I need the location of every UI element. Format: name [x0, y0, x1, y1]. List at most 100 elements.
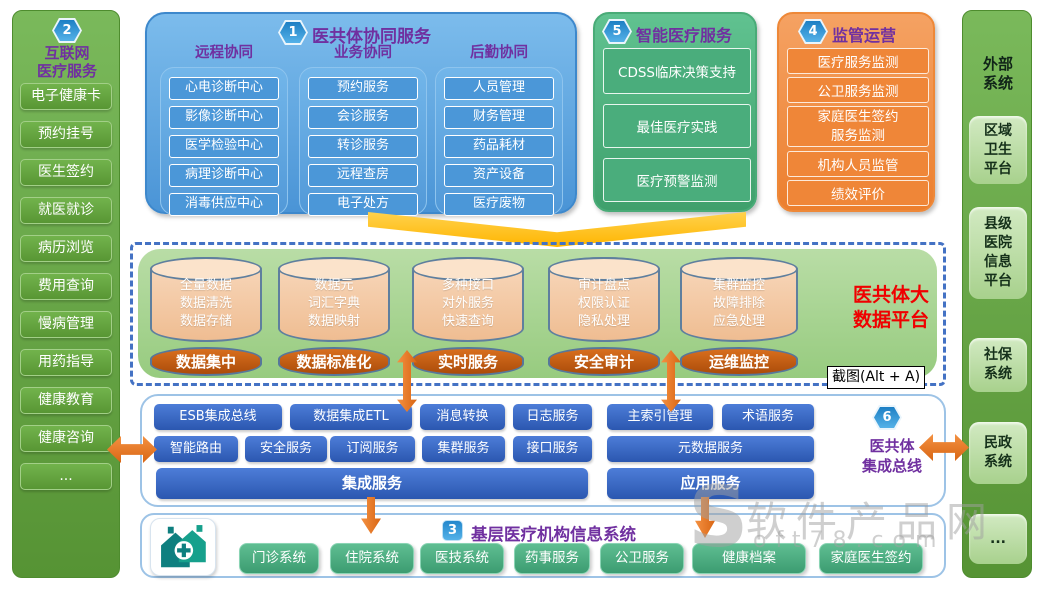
sidebar-title: 互联网 医疗服务 — [36, 44, 97, 80]
external-system-item-more: ... — [969, 514, 1027, 564]
regulate-item: 机构人员监管 — [787, 151, 929, 177]
database-cylinder-icon: 数据元 词汇字典 数据映射 — [278, 257, 390, 342]
internet-medical-services-sidebar: 2 互联网 医疗服务 电子健康卡 预约挂号 医生签约 就医就诊 病历浏览 费用查… — [12, 10, 120, 578]
sidebar-item: 健康教育 — [20, 387, 112, 414]
bus-service: 元数据服务 — [607, 436, 814, 462]
database-cylinder-icon: 审计盘点 权限认证 隐私处理 — [548, 257, 660, 342]
bus-service: 日志服务 — [513, 404, 592, 430]
smart-item: CDSS临床决策支持 — [603, 48, 751, 94]
application-service-bar: 应用服务 — [607, 468, 814, 499]
bus-service: 智能路由 — [154, 436, 238, 462]
integration-service-bar: 集成服务 — [156, 468, 588, 499]
collab-item: 影像诊断中心 — [169, 106, 279, 129]
column-header: 远程协同 — [195, 45, 253, 61]
sidebar-item-more: ... — [20, 463, 112, 490]
smart-panel-title: 智能医疗服务 — [636, 26, 733, 45]
collab-item: 资产设备 — [444, 164, 554, 187]
sidebar-item: 医生签约 — [20, 159, 112, 186]
collab-item: 医学检验中心 — [169, 135, 279, 158]
bigdata-platform-title: 医共体大 数据平台 — [852, 284, 929, 331]
bus-service: 消息转换 — [420, 404, 505, 430]
business-collab-column: 预约服务 会诊服务 转诊服务 远程查房 电子处方 — [299, 67, 427, 216]
base-institutions-panel: 3 基层医疗机构信息系统 门诊系统 住院系统 医技系统 药事服务 公卫服务 健康… — [140, 513, 946, 578]
bus-service: 安全服务 — [245, 436, 327, 462]
badge-6-icon: 6 — [872, 405, 902, 430]
badge-1-icon: 1 — [278, 20, 308, 45]
sidebar-item: 用药指导 — [20, 349, 112, 376]
regulation-operation-panel: 4 监管运营 医疗服务监测 公卫服务监测 家庭医生签约服务监测 机构人员监管 绩… — [777, 12, 935, 212]
collab-item: 人员管理 — [444, 77, 554, 100]
external-system-item: 社保系统 — [969, 338, 1027, 392]
external-system-item: 区域卫生平台 — [969, 116, 1027, 184]
collab-item: 财务管理 — [444, 106, 554, 129]
collab-item: 远程查房 — [308, 164, 418, 187]
base-system: 药事服务 — [514, 543, 590, 574]
collab-item: 药品耗材 — [444, 135, 554, 158]
base-system: 门诊系统 — [239, 543, 319, 574]
base-system: 公卫服务 — [600, 543, 684, 574]
bus-service: 接口服务 — [513, 436, 592, 462]
external-system-item: 县级医院信息平台 — [969, 207, 1027, 299]
badge-4-icon: 4 — [798, 19, 828, 44]
sidebar-item: 慢病管理 — [20, 311, 112, 338]
collab-item: 医疗废物 — [444, 193, 554, 216]
bus-service: 主索引管理 — [607, 404, 713, 430]
remote-collab-column: 心电诊断中心 影像诊断中心 医学检验中心 病理诊断中心 消毒供应中心 — [160, 67, 288, 216]
sidebar-item: 预约挂号 — [20, 121, 112, 148]
database-cylinder-icon: 多种接口 对外服务 快速查询 — [412, 257, 524, 342]
collab-item: 电子处方 — [308, 193, 418, 216]
collab-item: 心电诊断中心 — [169, 77, 279, 100]
base-system: 住院系统 — [330, 543, 414, 574]
badge-2-icon: 2 — [52, 18, 82, 43]
cylinder-label: 实时服务 — [412, 347, 524, 376]
bus-service: 数据集成ETL — [290, 404, 412, 430]
hospital-icon — [150, 518, 216, 576]
sidebar-item: 就医就诊 — [20, 197, 112, 224]
bus-service: 术语服务 — [722, 404, 814, 430]
base-system: 家庭医生签约 — [819, 543, 923, 574]
smart-medical-panel: 5 智能医疗服务 CDSS临床决策支持 最佳医疗实践 医疗预警监测 — [593, 12, 757, 212]
badge-3-icon: 3 — [442, 520, 463, 541]
base-system: 健康档案 — [692, 543, 806, 574]
collab-item: 转诊服务 — [308, 135, 418, 158]
sidebar-item: 电子健康卡 — [20, 83, 112, 110]
external-systems-sidebar: 外部系统 区域卫生平台 县级医院信息平台 社保系统 民政系统 ... — [962, 10, 1032, 578]
collab-panel-title: 医共体协同服务 — [312, 27, 431, 47]
regulate-item: 家庭医生签约服务监测 — [787, 106, 929, 147]
collab-item: 病理诊断中心 — [169, 164, 279, 187]
bus-service: 集群服务 — [422, 436, 505, 462]
smart-item: 医疗预警监测 — [603, 158, 751, 202]
database-cylinder-icon: 全量数据 数据清洗 数据存储 — [150, 257, 262, 342]
integration-bus-panel: ESB集成总线 数据集成ETL 消息转换 日志服务 主索引管理 术语服务 智能路… — [140, 394, 946, 507]
sidebar-item: 费用查询 — [20, 273, 112, 300]
cylinder-label: 运维监控 — [680, 347, 798, 376]
cylinder-label: 数据集中 — [150, 347, 262, 376]
collab-item: 消毒供应中心 — [169, 193, 279, 216]
database-cylinder-icon: 集群监控 故障排除 应急处理 — [680, 257, 798, 342]
external-system-item: 民政系统 — [969, 422, 1027, 484]
regulate-panel-title: 监管运营 — [832, 26, 897, 45]
sidebar-item: 健康咨询 — [20, 425, 112, 452]
bus-service: ESB集成总线 — [154, 404, 282, 430]
regulate-item: 公卫服务监测 — [787, 77, 929, 103]
screenshot-tooltip: 截图(Alt + A) — [827, 366, 926, 389]
sidebar-item: 病历浏览 — [20, 235, 112, 262]
column-header: 后勤协同 — [470, 45, 528, 61]
bigdata-platform-dashed-frame — [130, 242, 946, 386]
bus-panel-title: 医共体 集成总线 — [861, 437, 922, 475]
base-panel-title: 基层医疗机构信息系统 — [471, 525, 636, 544]
smart-item: 最佳医疗实践 — [603, 104, 751, 148]
bus-service: 订阅服务 — [330, 436, 415, 462]
bigdata-platform: 全量数据 数据清洗 数据存储 数据集中 数据元 词汇字典 数据映射 数据标准化 … — [138, 249, 937, 378]
cylinder-label: 安全审计 — [548, 347, 660, 376]
base-system: 医技系统 — [420, 543, 504, 574]
collab-item: 预约服务 — [308, 77, 418, 100]
collaboration-services-panel: 1 医共体协同服务 远程协同 业务协同 后勤协同 心电诊断中心 影像诊断中心 医… — [145, 12, 577, 216]
collab-item: 会诊服务 — [308, 106, 418, 129]
regulate-item: 绩效评价 — [787, 180, 929, 206]
cylinder-label: 数据标准化 — [278, 347, 390, 376]
logistics-collab-column: 人员管理 财务管理 药品耗材 资产设备 医疗废物 — [435, 67, 563, 216]
column-header: 业务协同 — [334, 45, 392, 61]
regulate-item: 医疗服务监测 — [787, 48, 929, 74]
